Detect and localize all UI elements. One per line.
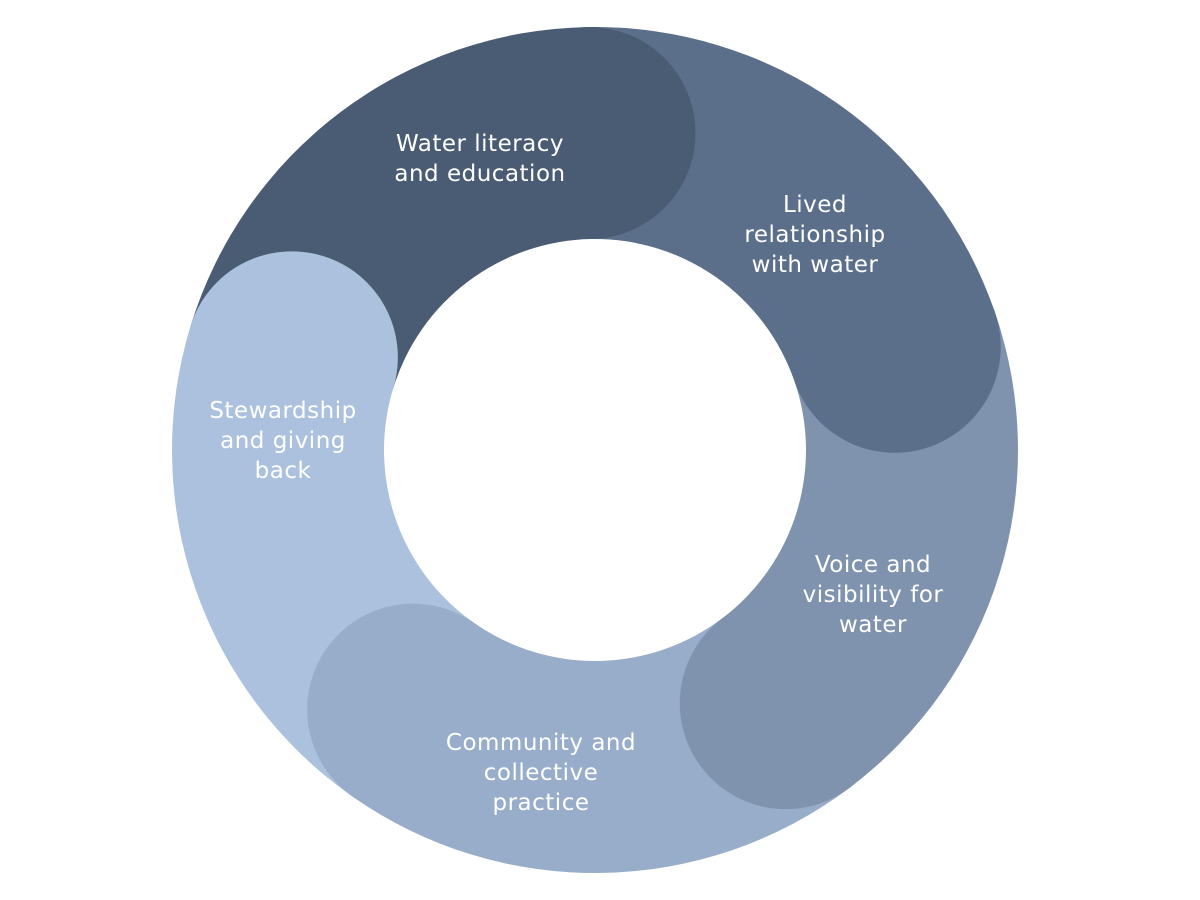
label-line: water <box>838 612 908 638</box>
segment-cap-lived-relationship <box>788 240 1001 453</box>
label-community-practice: Community and collective practice <box>446 728 636 818</box>
label-line: back <box>254 458 312 484</box>
label-line: relationship <box>744 222 886 248</box>
label-line: and education <box>394 161 566 187</box>
label-line: Water literacy <box>395 131 565 157</box>
label-line: Community and <box>445 730 637 756</box>
label-voice-visibility: Voice and visibility for water <box>803 550 944 640</box>
segment-cap-voice-visibility <box>679 597 892 810</box>
label-stewardship: Stewardship and giving back <box>209 396 356 486</box>
label-water-literacy: Water literacy and education <box>394 129 565 189</box>
label-line: collective <box>483 760 599 786</box>
label-line: visibility for <box>802 582 944 608</box>
label-lived-relationship: Lived relationship with water <box>744 190 885 280</box>
label-line: practice <box>492 790 590 816</box>
segment-cap-community-practice <box>307 603 520 816</box>
label-line: Stewardship <box>209 398 357 424</box>
label-line: Voice and <box>814 552 932 578</box>
label-line: with water <box>751 252 879 278</box>
label-line: and giving <box>220 428 346 454</box>
label-line: Lived <box>782 192 848 218</box>
segment-cap-water-literacy <box>483 27 696 240</box>
segment-cap-stewardship <box>185 251 398 464</box>
